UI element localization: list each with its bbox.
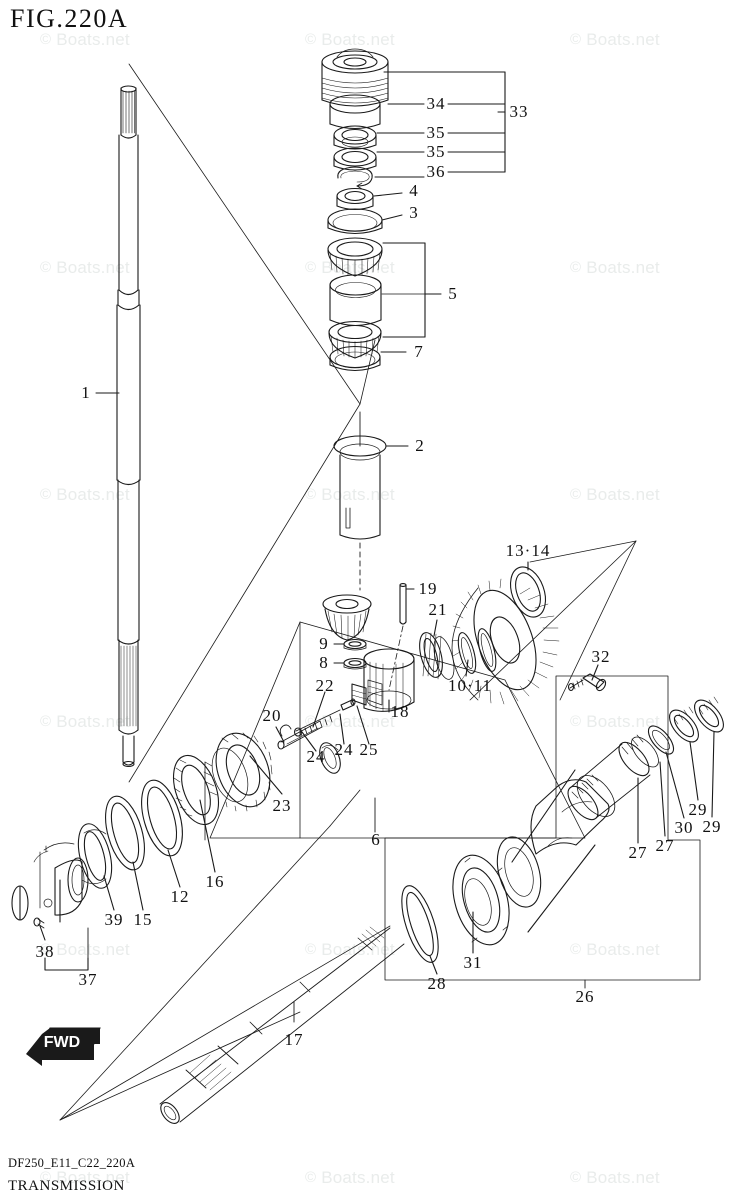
page-title: FIG.220A [10, 4, 129, 33]
bolt-part-32 [567, 673, 607, 692]
bearing-carrier-housing [452, 769, 616, 946]
forward-gear-part-23-group [209, 621, 586, 839]
sleeve-part-2 [333, 435, 387, 540]
callout-31[interactable]: 31 [463, 953, 483, 972]
housing-part-37 [11, 842, 89, 929]
callout-9[interactable]: 9 [319, 634, 329, 653]
propeller-shaft-housing-stack [321, 48, 389, 372]
callout-34[interactable]: 34 [426, 94, 446, 113]
leader-3 [381, 214, 403, 221]
leader-12 [167, 849, 181, 888]
callout-19[interactable]: 19 [418, 579, 438, 598]
washer-part-8 [343, 657, 367, 670]
leader-4 [373, 192, 403, 197]
callout-27[interactable]: 27 [628, 843, 648, 862]
callout-38[interactable]: 38 [35, 942, 55, 961]
bracket-37 [44, 957, 89, 971]
spring-and-pins-group [279, 698, 356, 737]
callout-32[interactable]: 32 [591, 647, 611, 666]
callout-20[interactable]: 20 [262, 706, 282, 725]
callout-22[interactable]: 22 [315, 676, 335, 695]
leader-32 [591, 664, 599, 681]
washer-part-9 [343, 638, 367, 651]
leader-39 [103, 875, 115, 911]
leader-29a [689, 741, 699, 801]
callout-27[interactable]: 27 [655, 836, 675, 855]
callout-8[interactable]: 8 [319, 653, 329, 672]
leader-27b [659, 761, 666, 837]
callout-35[interactable]: 35 [426, 123, 446, 142]
callout-3[interactable]: 3 [409, 203, 419, 222]
clutch-gear-part-23 [203, 732, 273, 812]
callout-10-11[interactable]: 10·11 [447, 676, 493, 695]
callout-35[interactable]: 35 [426, 142, 446, 161]
bearings-part-29 [669, 696, 724, 743]
callout-7[interactable]: 7 [414, 342, 424, 361]
callout-12[interactable]: 12 [170, 887, 190, 906]
callout-5[interactable]: 5 [448, 284, 458, 303]
pinion-gear [322, 594, 372, 641]
callout-15[interactable]: 15 [133, 910, 153, 929]
callout-26[interactable]: 26 [575, 987, 595, 1006]
bearing-part-25 [319, 742, 341, 774]
callout-4[interactable]: 4 [409, 181, 419, 200]
pin-part-19 [399, 583, 407, 625]
callout-37[interactable]: 37 [78, 970, 98, 989]
bracket-5 [381, 242, 442, 338]
ring-part-15 [105, 795, 145, 871]
callout-2[interactable]: 2 [415, 436, 425, 455]
bearing-part-21 [419, 632, 455, 680]
callout-24[interactable]: 24 [334, 740, 354, 759]
callout-39[interactable]: 39 [104, 910, 124, 929]
callout-13-14[interactable]: 13·14 [505, 541, 551, 560]
leader-15 [132, 861, 144, 911]
ring-part-12 [141, 779, 183, 857]
leader-21 [433, 619, 438, 637]
leader-22 [312, 691, 326, 728]
drive-shaft-part-1 [116, 85, 141, 768]
diagram-file-code: DF250_E11_C22_220A [8, 1156, 136, 1170]
callout-18[interactable]: 18 [390, 702, 410, 721]
callout-25[interactable]: 25 [359, 740, 379, 759]
callout-24[interactable]: 24 [306, 747, 326, 766]
fwd-label: FWD [44, 1034, 80, 1051]
leader-24b [339, 713, 345, 745]
bracket-33 [374, 71, 506, 178]
callout-29[interactable]: 29 [702, 817, 722, 836]
leader-23 [249, 755, 283, 795]
propeller-shaft-part-17 [159, 926, 405, 1124]
callout-1[interactable]: 1 [81, 383, 91, 402]
callout-23[interactable]: 23 [272, 796, 292, 815]
leader-30 [665, 751, 685, 819]
callout-28[interactable]: 28 [427, 974, 447, 993]
oring-part-13-14 [509, 566, 547, 618]
spacer-part-30 [647, 725, 675, 755]
shaft-part-27 [567, 734, 659, 821]
bearing-part-39 [77, 823, 113, 889]
ring-part-16 [172, 754, 220, 826]
callout-33[interactable]: 33 [509, 102, 529, 121]
oring-part-28 [401, 885, 439, 963]
clutch-carrier-part-18 [351, 648, 415, 712]
fwd-orientation-badge: FWD [26, 1027, 101, 1066]
pin-part-20 [277, 720, 323, 750]
callout-16[interactable]: 16 [205, 872, 225, 891]
leader-28 [429, 955, 438, 975]
callout-6[interactable]: 6 [371, 830, 381, 849]
callout-21[interactable]: 21 [428, 600, 448, 619]
leader-16 [199, 799, 216, 873]
leader-29b [711, 731, 715, 818]
diagram-section-name: TRANSMISSION [8, 1178, 125, 1194]
callout-30[interactable]: 30 [674, 818, 694, 837]
callout-17[interactable]: 17 [284, 1030, 304, 1049]
forward-bevel-gear [451, 578, 560, 705]
leader-20 [275, 726, 285, 743]
leader-38 [39, 925, 46, 941]
leader-25 [356, 705, 370, 745]
callout-36[interactable]: 36 [426, 162, 446, 181]
callout-29[interactable]: 29 [688, 800, 708, 819]
